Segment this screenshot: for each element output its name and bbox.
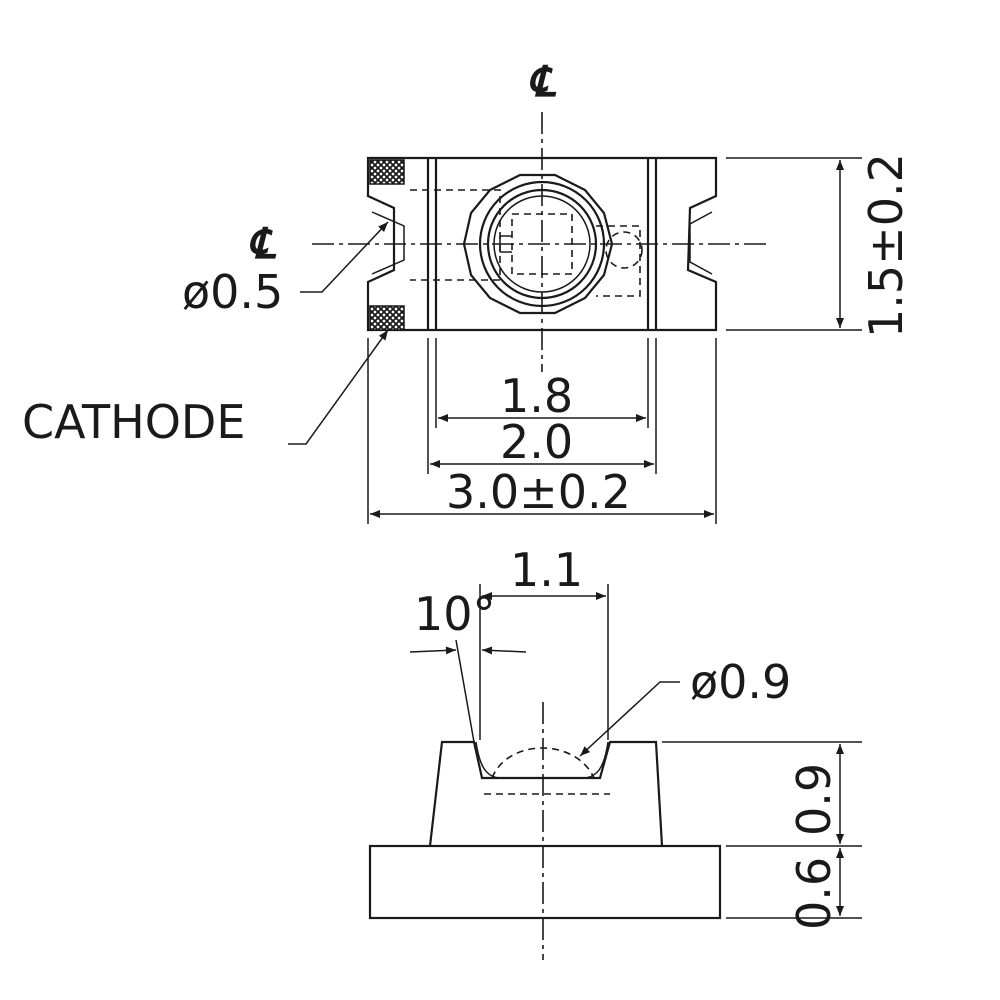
top-body-outline — [366, 156, 718, 332]
centerline-symbol-left: ℄ — [248, 219, 277, 268]
dim-mid-label: 2.0 — [500, 415, 573, 469]
angle-arrow-left — [409, 646, 457, 655]
cathode-label: CATHODE — [22, 395, 245, 449]
angle-ref-line — [455, 639, 475, 743]
cavity-right-curve — [585, 741, 609, 779]
cavity-left-curve — [475, 741, 499, 779]
hole-dia-label: ø0.5 — [182, 265, 283, 319]
dim-height-label: 1.5±0.2 — [859, 153, 913, 338]
hole-leader — [300, 221, 389, 293]
dim-inner-label: 1.8 — [500, 369, 573, 423]
angle-label: 10° — [414, 587, 496, 641]
cathode-leader — [288, 329, 389, 445]
internal-pad-left — [410, 189, 501, 281]
side-view: 1.1 10° ø0.9 0.9 0.6 — [368, 543, 862, 960]
right-notch — [689, 211, 713, 275]
lens-dia-leader — [579, 681, 680, 757]
angle-arrow-right — [481, 646, 527, 655]
internal-pad-right — [596, 225, 641, 297]
lens-dia-label: ø0.9 — [690, 655, 791, 709]
dim-width-label: 3.0±0.2 — [446, 465, 631, 519]
centerline-symbol-top: ℄ — [528, 57, 557, 106]
side-upper-body — [428, 740, 664, 847]
cathode-mark-bottom — [369, 305, 405, 331]
top-view: ℄ ℄ ø0.5 CATHODE 1.8 2.0 3.0±0.2 1.5±0.2 — [22, 57, 913, 524]
dim-upper-label: 0.9 — [787, 763, 841, 836]
dim-lower-label: 0.6 — [787, 857, 841, 930]
internal-wire-bond — [605, 231, 643, 269]
side-base — [368, 844, 722, 920]
cathode-mark-top — [369, 159, 405, 185]
left-notch — [371, 211, 405, 275]
dim-top-label: 1.1 — [510, 543, 583, 597]
